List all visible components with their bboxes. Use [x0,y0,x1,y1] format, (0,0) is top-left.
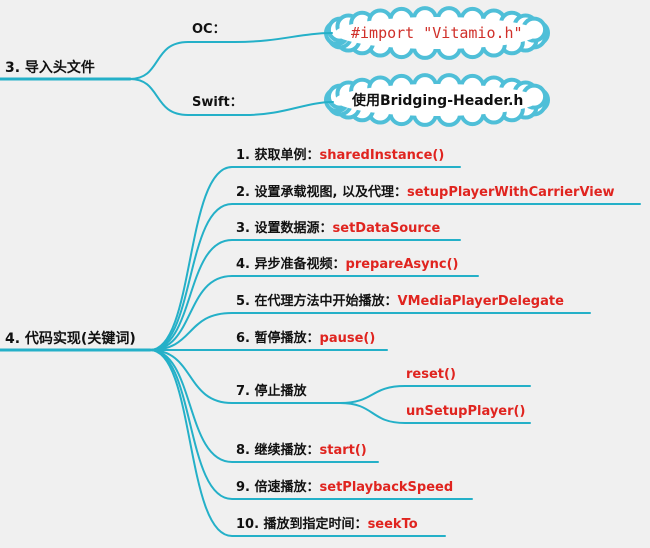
swift-cloud-bubble [324,73,550,127]
step-6[interactable]: 6. 暂停播放：pause() [236,331,375,347]
step-2-label: 2. 设置承载视图, 以及代理： [236,185,407,200]
step-8-keyword: start() [319,443,367,458]
step-6-label: 6. 暂停播放： [236,331,320,346]
step-1-label: 1. 获取单例： [236,148,320,163]
step-7-child-2-keyword: unSetupPlayer() [406,404,526,419]
step-9-keyword: setPlaybackSpeed [319,480,454,495]
step-2-keyword: setupPlayerWithCarrierView [406,185,615,200]
step-9[interactable]: 9. 倍速播放：setPlaybackSpeed [236,480,453,496]
step-5[interactable]: 5. 在代理方法中开始播放：VMediaPlayerDelegate [236,294,564,310]
step-9-label: 9. 倍速播放： [236,480,320,495]
step-7-child-2-branch [339,402,531,424]
step-3-branch [149,239,461,351]
step-4-keyword: prepareAsync() [345,257,459,272]
step-10[interactable]: 10. 播放到指定时间：seekTo [236,517,418,533]
branch-oc[interactable]: OC： [192,22,226,38]
topic-import-label: 3. 导入头文件 [5,60,95,76]
step-10-label: 10. 播放到指定时间： [236,517,368,532]
step-3-label: 3. 设置数据源： [236,221,333,236]
step-8[interactable]: 8. 继续播放：start() [236,443,367,459]
branch-swift-connector [129,78,246,116]
step-5-keyword: VMediaPlayerDelegate [397,294,564,309]
topic-code-label: 4. 代码实现(关键词) [5,331,136,347]
step-10-branch [149,349,446,537]
step-4[interactable]: 4. 异步准备视频：prepareAsync() [236,257,458,273]
oc-cloud-bubble [324,6,550,60]
step-3-keyword: setDataSource [332,221,441,236]
step-6-keyword: pause() [319,331,376,346]
swift-to-bubble-connector [244,101,334,116]
branch-swift-label: Swift： [192,95,243,110]
step-2-branch [149,203,641,351]
branch-swift[interactable]: Swift： [192,95,243,111]
step-7-child-1-keyword: reset() [406,367,456,382]
step-9-branch [149,349,473,500]
step-8-branch [149,349,379,463]
step-5-branch [149,312,591,351]
step-1-branch [149,166,461,351]
branch-oc-label: OC： [192,22,226,37]
step-5-label: 5. 在代理方法中开始播放： [236,294,398,309]
step-8-label: 8. 继续播放： [236,443,320,458]
step-2[interactable]: 2. 设置承载视图, 以及代理：setupPlayerWithCarrierVi… [236,185,615,201]
step-3[interactable]: 3. 设置数据源：setDataSource [236,221,440,237]
oc-to-bubble-connector [234,32,333,43]
step-1-keyword: sharedInstance() [319,148,445,163]
step-7-child-1-branch [339,385,531,404]
step-7-child-1[interactable]: reset() [406,367,456,383]
step-7[interactable]: 7. 停止播放 [236,384,307,400]
swift-bubble-text: 使用Bridging-Header.h [352,93,524,109]
topic-code[interactable]: 4. 代码实现(关键词) [5,331,136,347]
step-4-label: 4. 异步准备视频： [236,257,346,272]
step-7-child-2[interactable]: unSetupPlayer() [406,404,525,420]
oc-bubble-text: #import "Vitamio.h" [351,24,523,42]
step-7-label: 7. 停止播放 [236,384,307,399]
step-4-branch [149,275,479,351]
topic-import[interactable]: 3. 导入头文件 [5,60,95,76]
step-10-keyword: seekTo [367,517,418,532]
branch-oc-connector [129,41,236,80]
step-1[interactable]: 1. 获取单例：sharedInstance() [236,148,444,164]
step-7-branch [149,349,341,404]
